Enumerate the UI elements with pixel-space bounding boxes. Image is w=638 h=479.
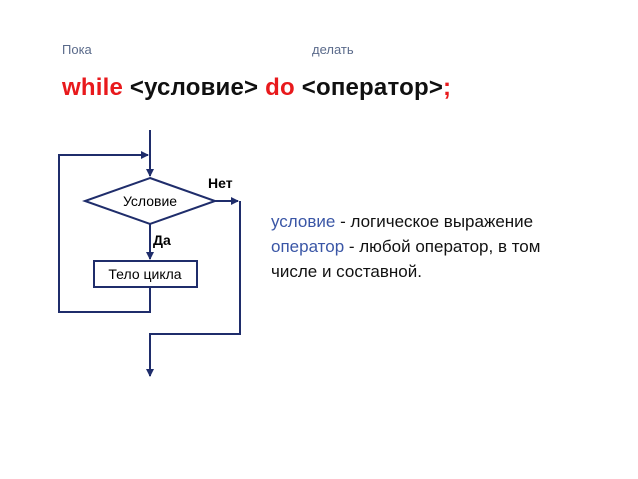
syntax-semicolon: ; [443, 74, 452, 101]
syntax-condition: <условие> [123, 74, 266, 101]
term-condition: условие [271, 212, 336, 231]
loop-body-box [93, 260, 198, 288]
desc-line-3: числе и составной. [271, 262, 422, 281]
no-label: Нет [208, 175, 233, 191]
decision-label: Условие [123, 193, 177, 209]
exit-arrow [146, 201, 241, 377]
while-syntax-line: while <условие> do <оператор>; [62, 74, 451, 102]
yes-label: Да [153, 232, 171, 248]
do-translation: делать [312, 42, 354, 57]
desc-line-1: условие - логическое выражение [271, 212, 533, 232]
body-label: Тело цикла [108, 266, 181, 282]
desc-line-2-rest: - любой оператор, в том [344, 237, 541, 256]
desc-line-2: оператор - любой оператор, в том [271, 237, 540, 257]
keyword-do: do [265, 74, 295, 101]
desc-line-1-rest: - логическое выражение [335, 212, 534, 231]
keyword-while: while [62, 74, 124, 101]
syntax-operator: <оператор> [294, 74, 444, 101]
term-operator: оператор [271, 237, 345, 256]
loop-back-arrow [58, 151, 151, 313]
while-translation: Пока [62, 42, 92, 57]
